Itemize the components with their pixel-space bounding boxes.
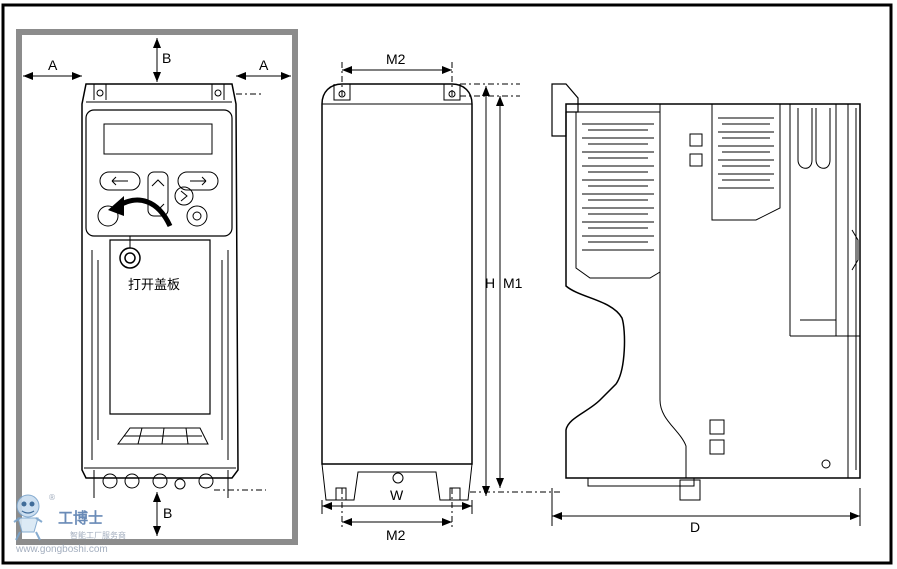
dim-d: D [690, 519, 700, 535]
watermark-brand: 工博士 [58, 509, 103, 527]
open-cover-label: 打开盖板 [128, 278, 180, 293]
screw-icon [119, 236, 141, 269]
watermark: ® 工博士 智能工厂服务商 www.gongboshi.com [13, 493, 126, 555]
rear-view: M2 W M2 H M1 [321, 51, 560, 543]
clearance-box [16, 29, 298, 545]
curved-arrow-icon [116, 197, 173, 228]
dim-m2-bottom: M2 [386, 527, 406, 543]
mascot-logo [13, 494, 43, 541]
dim-a-left: A [48, 57, 58, 73]
dim-b-top: B [162, 50, 171, 66]
dim-w: W [390, 487, 404, 503]
watermark-url: www.gongboshi.com [15, 544, 108, 555]
side-view: D [551, 83, 861, 535]
front-view: 打开盖板 A A B B [16, 29, 298, 545]
dim-m2-top: M2 [386, 51, 406, 67]
dim-m1: M1 [503, 275, 523, 291]
outer-frame [1, 3, 893, 565]
watermark-slogan: 智能工厂服务商 [70, 530, 126, 540]
registered-mark: ® [48, 493, 56, 502]
dim-h: H [485, 275, 495, 291]
dim-b-bottom: B [163, 505, 172, 521]
dim-a-right: A [259, 57, 269, 73]
